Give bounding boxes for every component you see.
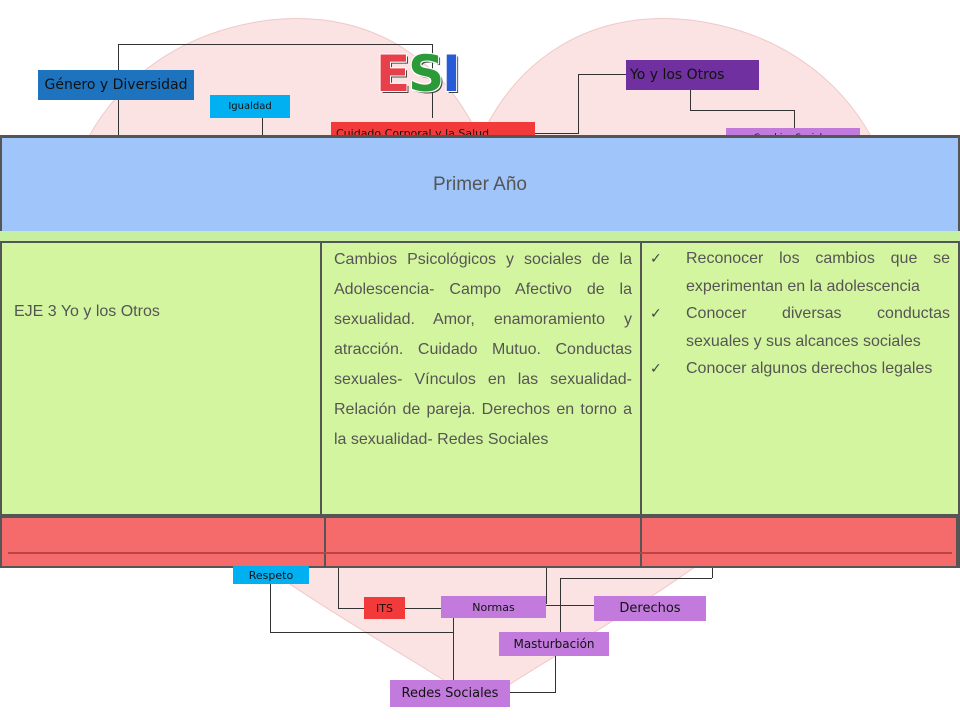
objective-item: ✓ Conocer algunos derechos legales [650,355,950,383]
connector [794,110,795,130]
connector [118,44,119,70]
connector [510,692,556,693]
map-box-its: ITS [364,597,405,619]
check-icon: ✓ [650,360,662,376]
connector [690,90,691,110]
logo-letter: S [408,45,444,103]
connector [118,100,119,136]
map-box-igualdad: Igualdad [210,95,290,118]
cell-eje: EJE 3 Yo y los Otros [2,243,322,514]
connector [535,133,579,134]
map-box-respeto: Respeto [233,566,309,584]
connector [338,608,364,609]
connector [555,656,556,692]
objective-text: Conocer diversas conductas sexuales y su… [686,305,950,350]
esi-logo: E S I [376,45,461,103]
connector [560,578,561,634]
connector [578,74,579,134]
objective-item: ✓ Conocer diversas conductas sexuales y … [650,300,950,355]
red-cell [642,518,958,566]
map-box-derechos: Derechos [594,596,706,621]
cell-objetivos: ✓ Reconocer los cambios que se experimen… [642,243,958,514]
connector [546,568,547,604]
connector [270,584,271,632]
map-box-masturbacion: Masturbación [499,632,609,656]
map-box-genero: Género y Diversidad [38,70,194,100]
map-box-normas: Normas [441,596,546,618]
map-box-redes: Redes Sociales [390,680,510,707]
objective-text: Reconocer los cambios que se experimenta… [686,250,950,295]
logo-letter: E [376,45,410,103]
map-box-yo-otros: Yo y los Otros [626,60,759,90]
table-header: Primer Año [0,135,960,231]
connector [270,632,454,633]
table-header-title: Primer Año [433,173,527,195]
connector [432,44,433,118]
connector [405,608,441,609]
check-icon: ✓ [650,250,662,266]
connector [453,618,454,680]
red-cell [326,518,642,566]
connector [690,110,794,111]
red-cell [2,518,326,566]
eje-label: EJE 3 Yo y los Otros [14,303,160,320]
connector [560,578,712,579]
connector [262,118,263,136]
table-row-empty [0,516,960,568]
connector [118,44,432,45]
cell-contenidos: Cambios Psicológicos y sociales de la Ad… [322,243,642,514]
logo-letter: I [442,45,461,103]
separator-strip [0,231,960,241]
connector [578,74,626,75]
connector [712,568,713,578]
objective-text: Conocer algunos derechos legales [686,360,933,377]
connector [546,605,594,606]
check-icon: ✓ [650,305,662,321]
divider [8,552,952,554]
contenidos-text: Cambios Psicológicos y sociales de la Ad… [334,251,632,448]
objective-item: ✓ Reconocer los cambios que se experimen… [650,245,950,300]
connector [338,568,339,608]
table-row: EJE 3 Yo y los Otros Cambios Psicológico… [0,241,960,516]
